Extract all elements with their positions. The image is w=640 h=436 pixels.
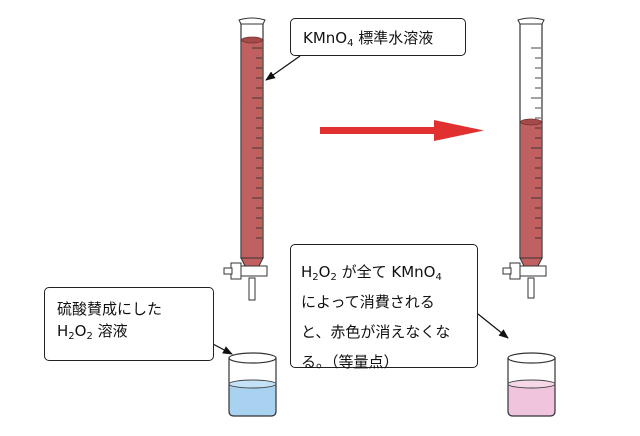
outlet-right (527, 277, 535, 299)
meniscus-right (520, 118, 542, 126)
permanganate-column-left (241, 40, 263, 258)
label-endpoint-explanation: H2O2 が全て KMnO4 によって消費される と、赤色が消えなくなる。（等量… (290, 244, 478, 371)
stopcock-right (502, 262, 547, 280)
stopcock-left (223, 262, 268, 280)
leader-kmno4 (265, 55, 301, 81)
label-h2o2-solution: 硫酸賛成にした H2O2 溶液 (44, 287, 214, 361)
beaker-right (507, 352, 556, 417)
beaker-left (228, 352, 277, 417)
meniscus-left (241, 36, 263, 44)
permanganate-column-right (520, 122, 542, 258)
burette-right (502, 17, 547, 299)
leader-endpoint (477, 313, 509, 339)
process-arrow (320, 120, 484, 141)
label-kmno4-standard-solution: KMnO4 標準水溶液 (290, 18, 466, 56)
outlet-left (248, 277, 256, 301)
burette-left (223, 17, 268, 301)
